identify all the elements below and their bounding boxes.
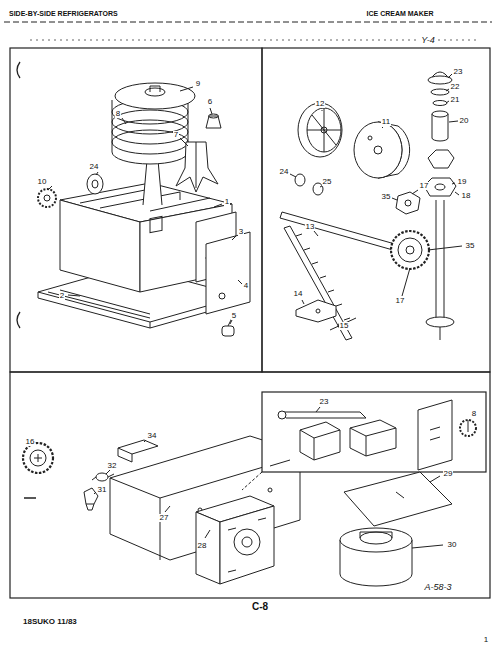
callout-number: 21 <box>450 96 461 105</box>
callout-number: 24 <box>279 168 290 177</box>
callout-number: 16 <box>25 438 36 447</box>
callout-number: 30 <box>447 541 458 550</box>
callout-number: 18 <box>461 192 472 201</box>
callout-number: 14 <box>293 290 304 299</box>
callout-number: 7 <box>173 131 179 140</box>
header-text: ICE CREAM MAKER <box>366 10 435 18</box>
callout-number: 27 <box>159 514 170 523</box>
callout-number: 35 <box>381 193 392 202</box>
header-text: SIDE-BY-SIDE REFRIGERATORS <box>8 10 119 18</box>
callout-number: 9 <box>195 80 201 89</box>
callout-number: 23 <box>453 68 464 77</box>
callout-number: 35 <box>465 242 476 251</box>
callout-number: 1 <box>224 198 230 207</box>
callout-number: 2 <box>59 292 65 301</box>
callout-number: 15 <box>339 322 350 331</box>
callout-number: 19 <box>457 178 468 187</box>
page-mark: Y-4 <box>420 36 435 46</box>
callout-number: 5 <box>231 312 237 321</box>
callout-number: 17 <box>419 182 430 191</box>
callout-number: 20 <box>459 117 470 126</box>
callout-number: 25 <box>322 178 333 187</box>
drawing-code: C-8 <box>251 601 269 612</box>
callout-number: 6 <box>207 98 213 107</box>
drawing-code: A-58-3 <box>423 583 452 593</box>
callout-number: 10 <box>37 178 48 187</box>
callout-number: 13 <box>305 223 316 232</box>
callout-number: 3 <box>238 228 244 237</box>
callout-number: 31 <box>97 486 108 495</box>
callout-number: 17 <box>395 297 406 306</box>
page-number: 1 <box>483 636 489 645</box>
callout-number: 4 <box>243 282 249 291</box>
callout-number: 29 <box>443 470 454 479</box>
callout-number: 23 <box>319 398 330 407</box>
callout-number: 28 <box>197 542 208 551</box>
callout-number: 8 <box>471 410 477 419</box>
callout-number: 12 <box>315 100 326 109</box>
callout-number: 34 <box>147 432 158 441</box>
callout-number: 11 <box>381 118 391 127</box>
callout-number: 24 <box>89 163 100 172</box>
drawing-code: 18SUKO 11/83 <box>22 618 78 627</box>
callout-number: 8 <box>115 110 121 119</box>
callout-number: 32 <box>107 462 118 471</box>
callout-number: 22 <box>450 83 461 92</box>
